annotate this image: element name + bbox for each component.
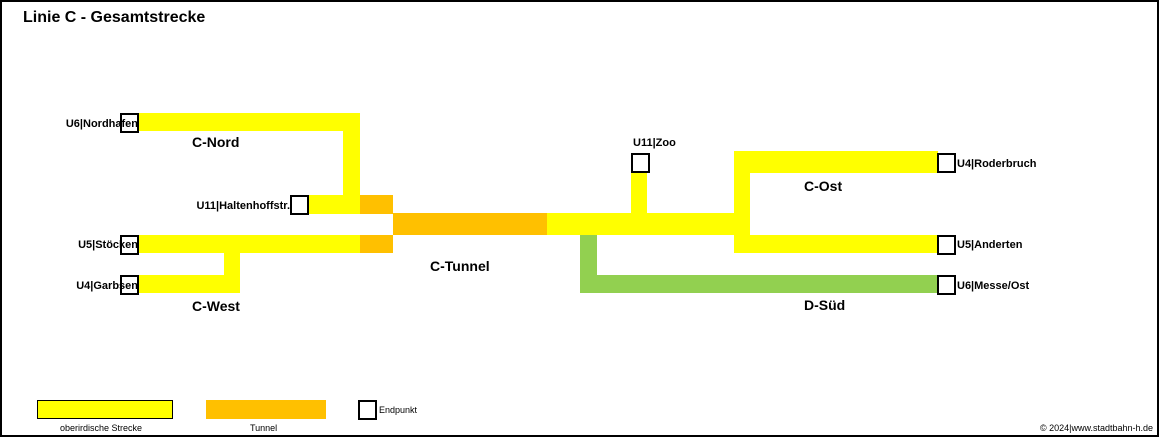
page-title: Linie C - Gesamtstrecke (23, 9, 206, 26)
track-c-nord-vertical (343, 113, 360, 214)
station-roderbruch: U4|Roderbruch (957, 158, 1037, 170)
track-roderbruch (734, 151, 938, 173)
track-c-ost-trunk (547, 213, 750, 235)
track-c-tunnel (393, 213, 547, 235)
endpoint-haltenhoff (290, 195, 309, 215)
endpoint-nordhafen (120, 113, 139, 133)
section-c-nord: C-Nord (192, 134, 240, 150)
tunnel-nord-ramp (360, 195, 393, 214)
copyright: © 2024|www.stadtbahn-h.de (1039, 423, 1153, 433)
track-haltenhoff (308, 195, 360, 214)
track-garbsen (138, 275, 240, 293)
track-garbsen-vertical (224, 253, 240, 293)
station-haltenhoff: U11|Haltenhoffstr. (196, 200, 290, 212)
section-c-west: C-West (192, 298, 240, 314)
endpoint-messe (937, 275, 956, 295)
station-garbsen: U4|Garbsen (76, 280, 138, 292)
legend-endpoint-label: Endpunkt (379, 405, 418, 415)
section-d-sued: D-Süd (804, 297, 846, 313)
tunnel-west-ramp (360, 235, 393, 253)
track-c-ost-vertical (734, 151, 750, 253)
endpoint-roderbruch (937, 153, 956, 173)
station-nordhafen: U6|Nordhafen (65, 118, 138, 130)
legend-surface-label: oberirdische Strecke (60, 423, 143, 433)
legend-endpoint-icon (358, 400, 377, 420)
track-d-sued (580, 275, 938, 293)
endpoint-stoecken (120, 235, 139, 255)
station-zoo: U11|Zoo (633, 137, 676, 149)
station-stoecken: U5|Stöcken (78, 239, 138, 251)
legend-surface-swatch (37, 400, 173, 419)
section-c-tunnel: C-Tunnel (430, 258, 490, 274)
section-c-ost: C-Ost (804, 178, 843, 194)
endpoint-garbsen (120, 275, 139, 295)
track-c-nord (138, 113, 360, 131)
endpoint-zoo (631, 153, 650, 173)
station-messe: U6|Messe/Ost (957, 280, 1030, 292)
track-zoo (631, 173, 647, 213)
endpoint-anderten (937, 235, 956, 255)
station-anderten: U5|Anderten (957, 239, 1023, 251)
track-anderten (734, 235, 938, 253)
legend-tunnel-label: Tunnel (250, 423, 278, 433)
legend-tunnel-swatch (206, 400, 326, 419)
track-stoecken (138, 235, 360, 253)
